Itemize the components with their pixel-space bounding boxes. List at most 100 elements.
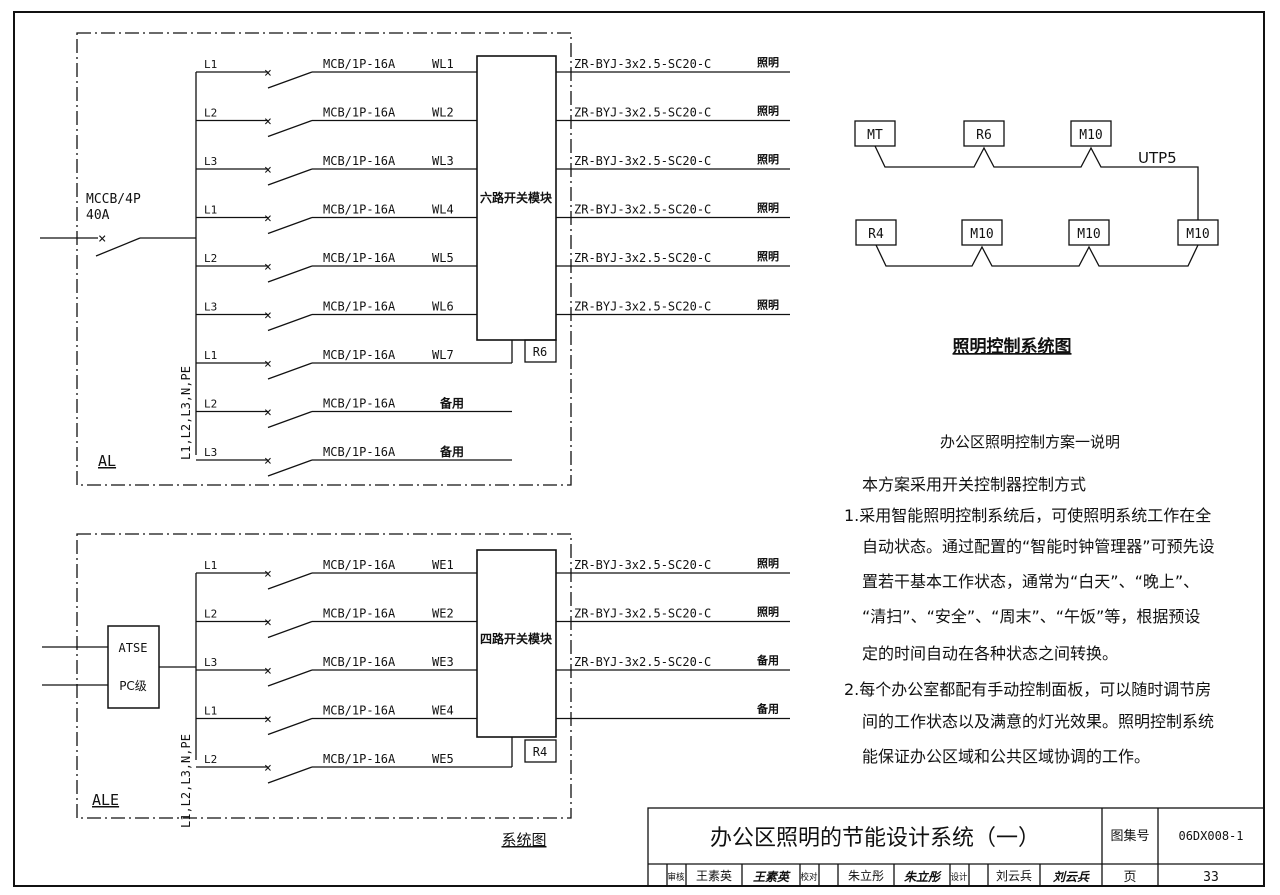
net-box-r6 — [963, 120, 1005, 147]
breaker-rating: MCB/1P-16A — [323, 607, 396, 621]
sheet-border — [13, 11, 1265, 887]
phase-label: L2 — [204, 107, 217, 120]
six-way-module-label: 六路开关模块 — [480, 190, 553, 205]
notes-line: 本方案采用开关控制器控制方式 — [862, 475, 1086, 494]
circuit-use: 照明 — [757, 299, 779, 312]
atse-box — [107, 625, 160, 709]
breaker-rating: MCB/1P-16A — [323, 397, 396, 411]
phase-label: L2 — [204, 398, 217, 411]
atlas-no: 06DX008-1 — [1178, 829, 1243, 843]
circuit-use: 照明 — [757, 202, 779, 215]
breaker-contact — [267, 216, 313, 235]
breaker-contact — [267, 119, 313, 138]
al-panel-boundary — [76, 32, 572, 486]
cable-spec: ZR-BYJ-3x2.5-SC20-C — [574, 203, 711, 217]
design-label: 设计 — [951, 871, 968, 883]
net-label-m10-d: M10 — [1186, 227, 1209, 242]
notes-line: 2.每个办公室都配有手动控制面板，可以随时调节房 — [844, 680, 1211, 699]
breaker-rating: MCB/1P-16A — [323, 251, 396, 265]
al-bus-label: L1,L2,L3,N,PE — [179, 366, 193, 460]
notes-line: 定的时间自动在各种状态之间转换。 — [862, 644, 1118, 663]
check-label: 校对 — [801, 871, 818, 883]
atlas-no-label: 图集号 — [1110, 828, 1149, 844]
circuit-use: 照明 — [757, 606, 779, 619]
circuit-id: WE1 — [432, 558, 454, 572]
control-network — [854, 120, 1219, 267]
breaker-contact — [267, 362, 313, 380]
phase-label: L3 — [204, 446, 217, 459]
breaker-x-mark: × — [264, 406, 272, 421]
breaker-contact — [267, 313, 313, 332]
al-main-breaker-x: × — [98, 231, 106, 247]
phase-label: L2 — [204, 252, 217, 265]
breaker-rating: MCB/1P-16A — [323, 655, 396, 669]
breaker-contact — [267, 620, 313, 639]
breaker-x-mark: × — [264, 163, 272, 178]
notes-line: “清扫”、“安全”、“周末”、“午饭”等，根据预设 — [862, 607, 1200, 626]
breaker-contact — [267, 265, 313, 283]
phase-label: L2 — [204, 753, 217, 766]
review-label: 审核 — [668, 871, 685, 883]
breaker-x-mark: × — [264, 357, 272, 372]
al-main-breaker-contact — [95, 237, 141, 257]
phase-label: L3 — [204, 155, 217, 168]
circuit-id: WE4 — [432, 704, 454, 718]
ale-panel-label: ALE — [92, 791, 119, 809]
breaker-x-mark: × — [264, 616, 272, 631]
circuit-use: 照明 — [757, 557, 779, 570]
page-number: 33 — [1203, 870, 1219, 885]
net-label-m10-b: M10 — [970, 227, 993, 242]
breaker-rating: MCB/1P-16A — [323, 203, 396, 217]
al-panel-label: AL — [98, 452, 116, 470]
breaker-x-mark: × — [264, 212, 272, 227]
ale-bus-label: L1,L2,L3,N,PE — [179, 734, 193, 828]
al-panel — [40, 32, 572, 486]
breaker-x-mark: × — [264, 713, 272, 728]
breaker-x-mark: × — [264, 664, 272, 679]
cable-spec: ZR-BYJ-3x2.5-SC20-C — [574, 300, 711, 314]
circuit-id: WL2 — [432, 106, 454, 120]
cable-spec: ZR-BYJ-3x2.5-SC20-C — [574, 558, 711, 572]
breaker-contact — [267, 669, 313, 687]
atse-label: ATSE — [119, 641, 148, 655]
phase-label: L1 — [204, 705, 217, 718]
circuit-id: WL6 — [432, 300, 454, 314]
system-diagram-label: 系统图 — [501, 831, 546, 849]
breaker-x-mark: × — [264, 454, 272, 469]
al-main-breaker-rating: 40A — [86, 208, 110, 223]
cable-spec: ZR-BYJ-3x2.5-SC20-C — [574, 607, 711, 621]
net-box-m10-a — [1070, 120, 1112, 147]
notes-body: 本方案采用开关控制器控制方式1.采用智能照明控制系统后，可使照明系统工作在全自动… — [844, 475, 1215, 766]
breaker-rating: MCB/1P-16A — [323, 704, 396, 718]
breaker-contact — [267, 717, 313, 736]
cable-spec: ZR-BYJ-3x2.5-SC20-C — [574, 251, 711, 265]
r6-tag-box — [524, 339, 557, 363]
breaker-rating: MCB/1P-16A — [323, 154, 396, 168]
net-label-m10-a: M10 — [1079, 128, 1102, 143]
drawing-title: 办公区照明的节能设计系统（一） — [710, 826, 1040, 851]
page-label: 页 — [1123, 870, 1136, 885]
circuit-id: 备用 — [439, 396, 464, 411]
notes-line: 1.采用智能照明控制系统后，可使照明系统工作在全 — [844, 506, 1211, 525]
breaker-x-mark: × — [264, 309, 272, 324]
breaker-rating: MCB/1P-16A — [323, 106, 396, 120]
breaker-contact — [267, 71, 313, 89]
title-block-frame — [647, 807, 1265, 887]
circuit-id: WL4 — [432, 203, 454, 217]
breaker-contact — [267, 410, 313, 429]
net-link-row2 — [875, 244, 1199, 267]
phase-label: L3 — [204, 301, 217, 314]
six-way-module-box — [476, 55, 557, 341]
phase-label: L1 — [204, 58, 217, 71]
circuit-use: 照明 — [757, 250, 779, 263]
circuit-row: L2 × MCB/1P-16A 备用 — [196, 396, 512, 429]
cable-spec: ZR-BYJ-3x2.5-SC20-C — [574, 655, 711, 669]
